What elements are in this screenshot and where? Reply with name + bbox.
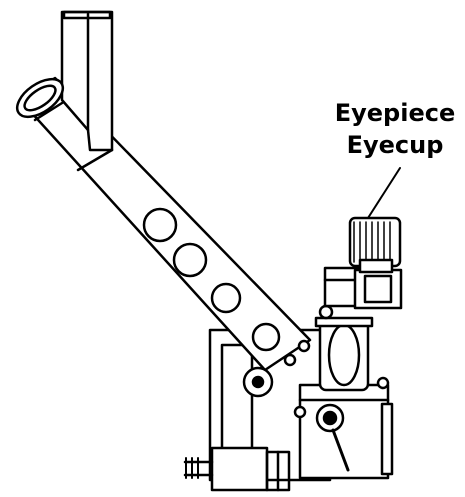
callout-label-eyecup: Eyecup <box>346 131 444 159</box>
lower-body <box>300 378 392 478</box>
head-block <box>325 268 401 308</box>
callout-label-eyepiece: Eyepiece <box>334 99 456 127</box>
callout-leader <box>368 168 400 218</box>
arm-tube <box>20 78 310 370</box>
vertical-tube <box>62 12 112 150</box>
eyepiece <box>350 218 400 272</box>
bottom-controls <box>185 448 289 490</box>
top-knob <box>11 72 70 125</box>
pivot-joint <box>244 368 305 417</box>
pillar <box>316 306 372 390</box>
